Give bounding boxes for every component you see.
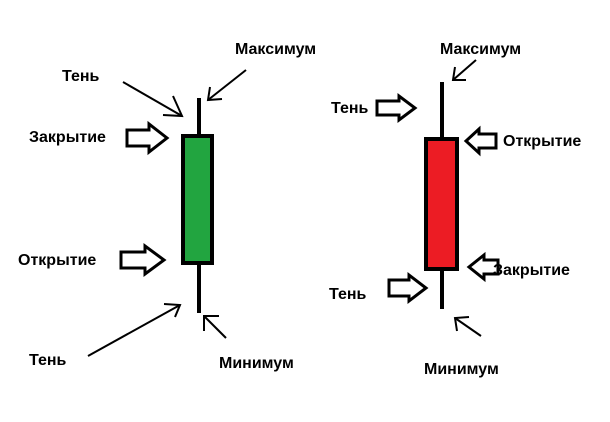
bullish-pointers bbox=[87, 69, 247, 357]
bullish-open-label: Открытие bbox=[18, 252, 96, 269]
bullish-lower-shadow-arrow bbox=[87, 303, 182, 357]
bearish-upper-shadow-arrow bbox=[375, 93, 418, 123]
bearish-lower-shadow-label: Тень bbox=[329, 286, 367, 303]
bearish-upper-shadow-label: Тень bbox=[331, 100, 369, 117]
bullish-low-arrow bbox=[203, 315, 227, 339]
bullish-high-label: Максимум bbox=[235, 41, 316, 58]
bullish-candle bbox=[181, 98, 214, 313]
bearish-close-arrow bbox=[466, 251, 500, 283]
bullish-low-label: Минимум bbox=[219, 355, 294, 372]
bearish-body bbox=[424, 137, 459, 271]
bearish-close-label: Закрытие bbox=[493, 262, 570, 279]
bearish-open-label: Открытие bbox=[503, 133, 581, 150]
bearish-block-arrows bbox=[375, 93, 500, 305]
bullish-close-arrow bbox=[125, 120, 170, 156]
bullish-block-arrows bbox=[119, 120, 170, 277]
bearish-high-arrow bbox=[451, 59, 477, 81]
bearish-candle bbox=[424, 82, 459, 309]
bullish-upper-shadow-label: Тень bbox=[62, 68, 100, 85]
bullish-upper-shadow-arrow bbox=[122, 81, 184, 118]
bearish-lower-shadow-arrow bbox=[387, 271, 429, 305]
bullish-body bbox=[181, 134, 214, 265]
bearish-low-label: Минимум bbox=[424, 361, 499, 378]
bearish-high-label: Максимум bbox=[440, 41, 521, 58]
bullish-lower-shadow-label: Тень bbox=[29, 352, 67, 369]
bearish-low-arrow bbox=[453, 316, 482, 337]
bullish-close-label: Закрытие bbox=[29, 129, 106, 146]
bearish-pointers bbox=[451, 59, 482, 337]
bullish-high-arrow bbox=[206, 69, 247, 102]
bullish-open-arrow bbox=[119, 243, 167, 277]
bearish-open-arrow bbox=[463, 125, 498, 157]
